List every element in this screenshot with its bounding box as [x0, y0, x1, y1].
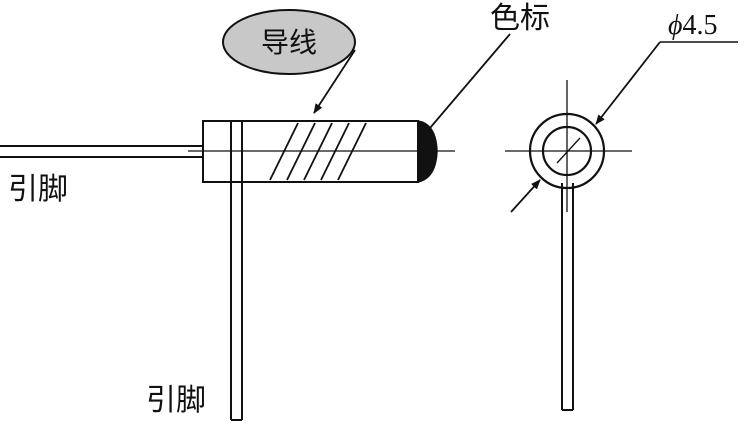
wire-callout: 导线 — [222, 9, 356, 114]
end-view-lead-wire — [561, 183, 574, 411]
dimension-line-inner — [556, 137, 581, 164]
bottom-lead-wire — [230, 121, 243, 421]
color-mark-callout: 色标 — [429, 1, 550, 129]
diameter-value: 4.5 — [683, 10, 718, 41]
diameter-dimension: ϕ4.5 — [510, 10, 738, 213]
wire-label: 导线 — [261, 26, 317, 59]
lead-label-left: 引脚 — [8, 172, 68, 207]
lead-label-bottom: 引脚 — [146, 383, 206, 418]
end-view-crosshair — [505, 80, 632, 212]
side-view: 导线 色标 引脚 引脚 — [0, 1, 550, 421]
diameter-symbol: ϕ — [668, 10, 683, 41]
color-mark-leader-line — [429, 33, 511, 129]
dimension-leader-lower — [510, 179, 541, 213]
dimension-leader-upper — [595, 41, 661, 125]
color-mark-label: 色标 — [490, 1, 550, 36]
inner-circle — [541, 125, 593, 177]
wire-leader-line — [313, 49, 356, 114]
diameter-label: ϕ4.5 — [668, 10, 718, 41]
wire-winding — [269, 122, 367, 181]
wire-callout-bubble — [222, 9, 356, 75]
outer-circle — [528, 112, 606, 190]
end-view: ϕ4.5 — [505, 10, 738, 411]
left-lead-wire — [0, 145, 204, 158]
